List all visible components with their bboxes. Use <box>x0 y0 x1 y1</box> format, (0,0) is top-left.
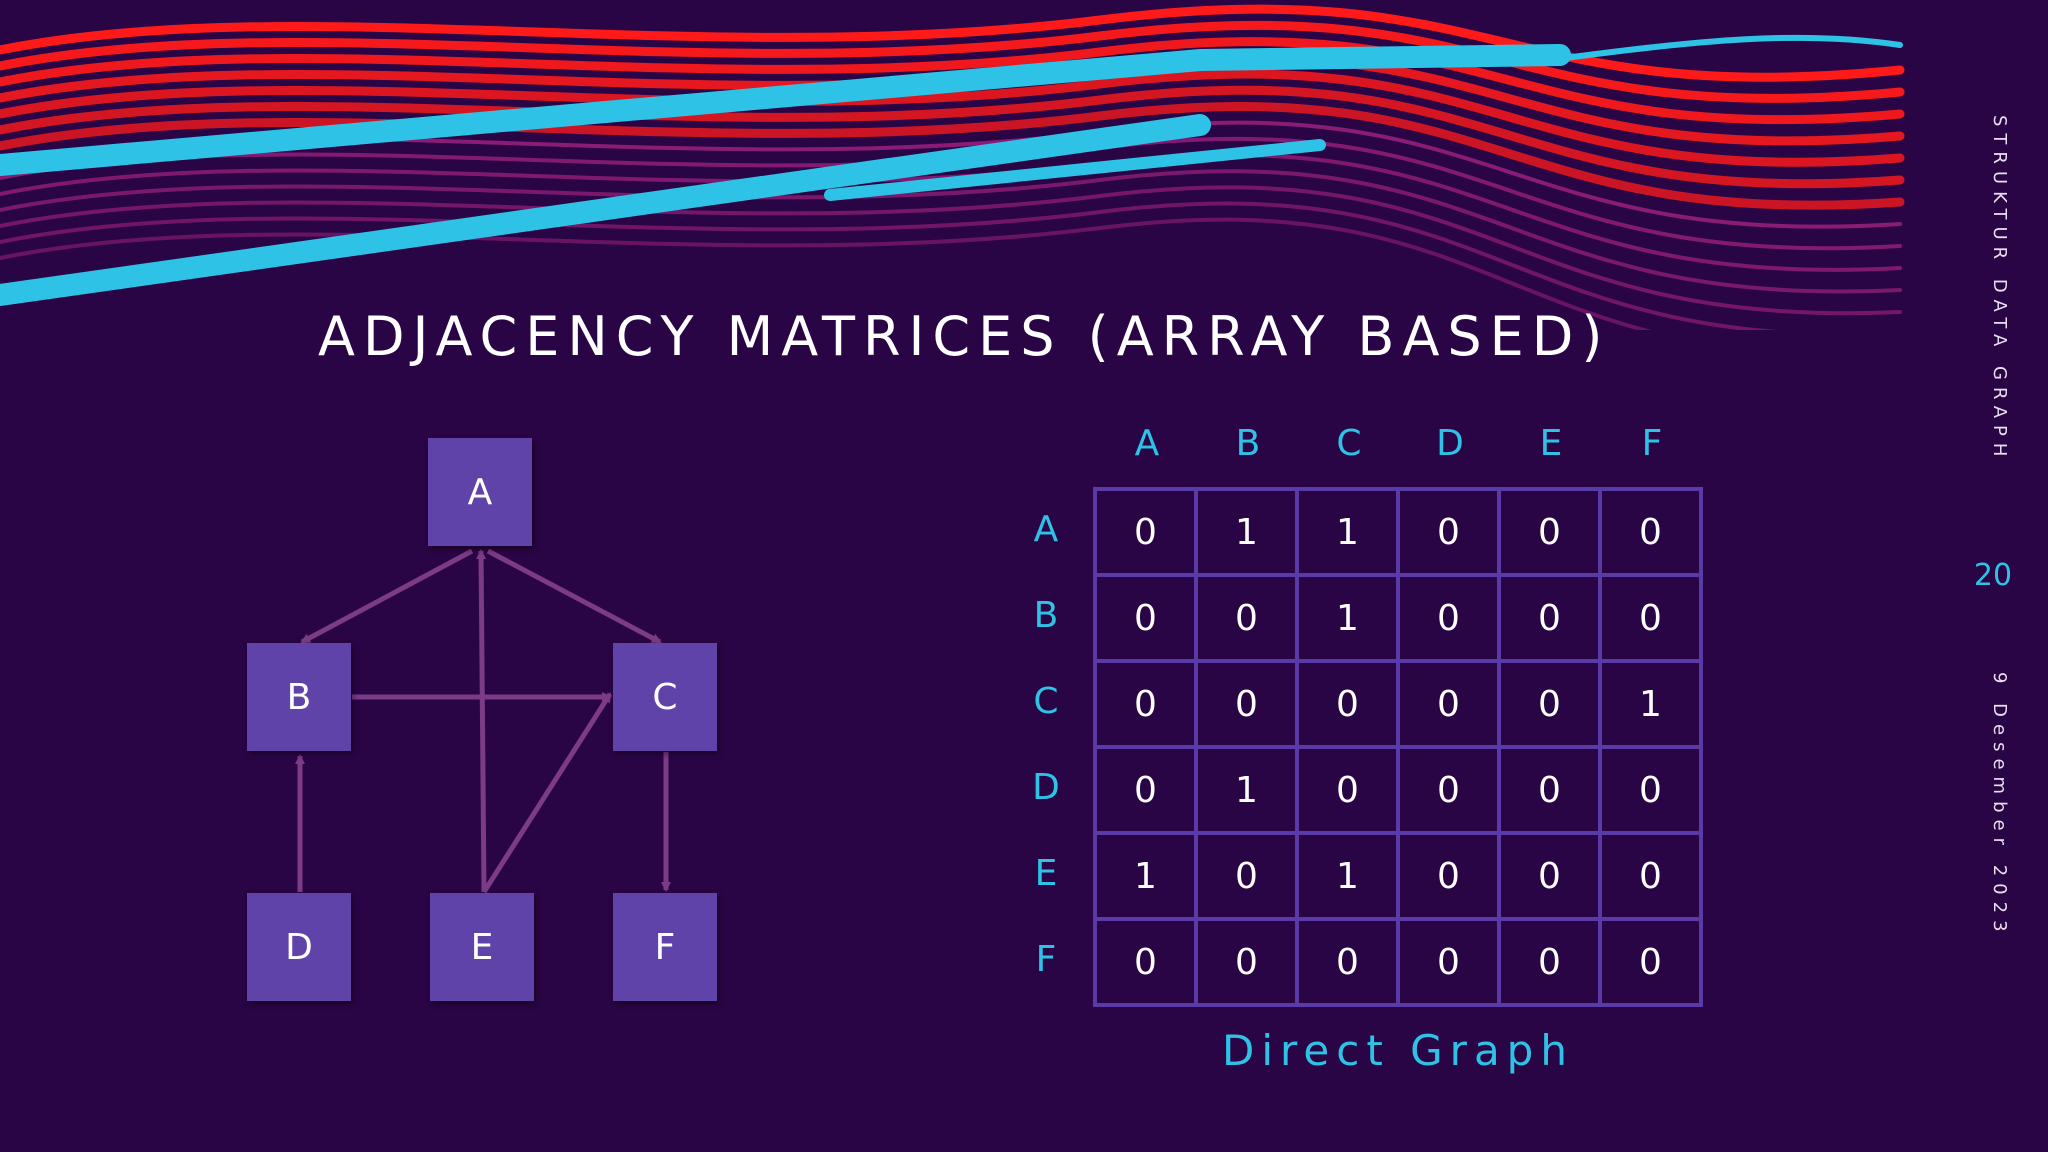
matrix-column-header: A <box>1134 423 1160 464</box>
matrix-cell: 0 <box>1497 573 1602 663</box>
matrix-cell: 0 <box>1194 659 1299 749</box>
red-wave-stripe <box>0 185 1902 316</box>
red-wave-stripe <box>0 69 1905 167</box>
matrix-row: 0 1 0 0 0 0 <box>1093 745 1703 835</box>
matrix-cell: 1 <box>1295 831 1400 921</box>
graph-node-d: D <box>247 893 351 1001</box>
matrix-row: 1 0 1 0 0 0 <box>1093 831 1703 921</box>
matrix-row: 0 0 0 0 0 1 <box>1093 659 1703 749</box>
matrix-cell: 0 <box>1598 487 1703 577</box>
graph-node-e: E <box>430 893 534 1001</box>
matrix-column-header: E <box>1539 423 1563 464</box>
matrix-cell: 0 <box>1093 659 1198 749</box>
red-wave-stripe <box>0 217 1652 330</box>
matrix-cell: 0 <box>1194 831 1299 921</box>
matrix-cell: 1 <box>1194 745 1299 835</box>
cyan-stripe <box>1547 34 1903 63</box>
matrix-caption: Direct Graph <box>1222 1026 1574 1075</box>
matrix-cell: 0 <box>1598 917 1703 1007</box>
edge-a-to-b <box>300 548 474 645</box>
matrix-column-header: B <box>1235 423 1261 464</box>
matrix-cell: 0 <box>1295 659 1400 749</box>
matrix-cell: 1 <box>1295 487 1400 577</box>
matrix-cell: 0 <box>1396 831 1501 921</box>
side-title: STRUKTUR DATA GRAPH <box>1989 115 2010 464</box>
red-wave-stripe <box>0 169 1902 294</box>
matrix-cell: 1 <box>1295 573 1400 663</box>
matrix-cell: 0 <box>1396 487 1501 577</box>
red-wave-stripe <box>0 4 1905 82</box>
matrix-cell: 0 <box>1093 745 1198 835</box>
cyan-stripe <box>0 44 1571 176</box>
matrix-cell: 0 <box>1396 659 1501 749</box>
matrix-cell: 0 <box>1598 831 1703 921</box>
matrix-row-header: B <box>1033 595 1059 636</box>
matrix-cell: 1 <box>1194 487 1299 577</box>
decorative-waves <box>0 4 1905 330</box>
matrix-cell: 0 <box>1497 659 1602 749</box>
matrix-cell: 0 <box>1396 745 1501 835</box>
matrix-cell: 0 <box>1497 831 1602 921</box>
matrix-cell: 0 <box>1093 917 1198 1007</box>
matrix-cell: 0 <box>1093 487 1198 577</box>
matrix-cell: 0 <box>1194 573 1299 663</box>
red-wave-stripe <box>0 37 1905 125</box>
matrix-cell: 0 <box>1497 745 1602 835</box>
matrix-row: 0 0 1 0 0 0 <box>1093 573 1703 663</box>
graph-node-f: F <box>613 893 717 1001</box>
matrix-cell: 1 <box>1598 659 1703 749</box>
adjacency-matrix: 0 1 1 0 0 0 0 0 1 0 0 0 0 0 0 0 0 1 0 1 … <box>1093 487 1703 1007</box>
red-wave-stripe <box>0 101 1905 210</box>
matrix-column-header: C <box>1336 423 1362 464</box>
matrix-row-header: F <box>1035 939 1057 980</box>
matrix-cell: 0 <box>1396 573 1501 663</box>
graph-node-a: A <box>428 438 532 546</box>
edge-e-to-c <box>481 692 613 894</box>
red-wave-stripe <box>0 85 1905 189</box>
matrix-row: 0 0 0 0 0 0 <box>1093 917 1703 1007</box>
page-number: 20 <box>1973 558 2013 593</box>
cyan-stripe <box>824 139 1326 201</box>
graph-node-b: B <box>247 643 351 751</box>
matrix-row-header: C <box>1033 681 1059 722</box>
matrix-cell: 0 <box>1396 917 1501 1007</box>
matrix-cell: 0 <box>1598 745 1703 835</box>
matrix-cell: 0 <box>1497 917 1602 1007</box>
matrix-row: 0 1 1 0 0 0 <box>1093 487 1703 577</box>
red-wave-stripe <box>0 201 1777 330</box>
matrix-cell: 0 <box>1598 573 1703 663</box>
matrix-row-header: D <box>1032 767 1060 808</box>
matrix-cell: 0 <box>1194 917 1299 1007</box>
matrix-column-header: F <box>1641 423 1663 464</box>
edge-e-to-a <box>476 549 487 893</box>
matrix-cell: 0 <box>1295 917 1400 1007</box>
matrix-row-header: E <box>1034 853 1058 894</box>
page-title: ADJACENCY MATRICES (ARRAY BASED) <box>318 305 1611 368</box>
matrix-cell: 0 <box>1295 745 1400 835</box>
matrix-row-header: A <box>1033 509 1059 550</box>
slide-date: 9 Desember 2023 <box>1989 672 2010 939</box>
matrix-cell: 1 <box>1093 831 1198 921</box>
matrix-column-header: D <box>1436 423 1464 464</box>
edge-a-to-c <box>486 548 662 645</box>
matrix-cell: 0 <box>1497 487 1602 577</box>
red-wave-stripe <box>0 20 1905 103</box>
cyan-stripe <box>0 114 1211 306</box>
matrix-cell: 0 <box>1093 573 1198 663</box>
graph-node-c: C <box>613 643 717 751</box>
